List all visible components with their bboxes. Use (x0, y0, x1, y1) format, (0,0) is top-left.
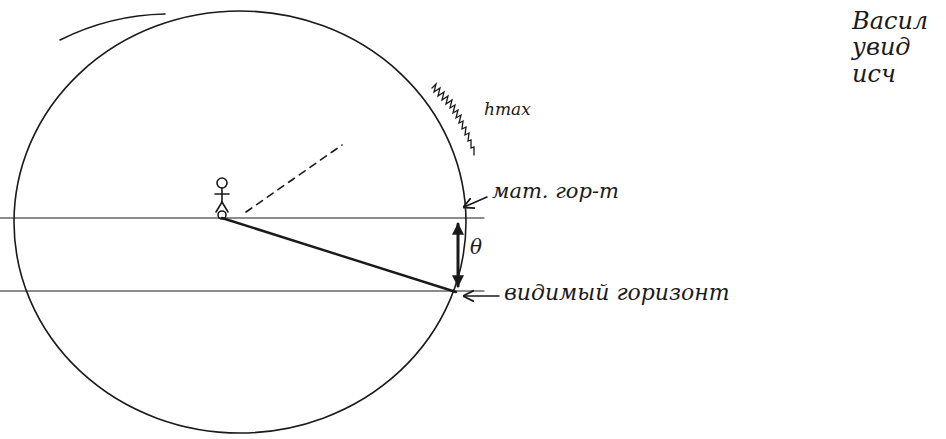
observer-base (218, 211, 226, 219)
radius-dashed (246, 145, 342, 212)
horizon-label: видимый горизонт (504, 281, 730, 305)
math-horizon-line (0, 217, 484, 218)
height-label: hmax (484, 100, 531, 119)
earth-circle (14, 11, 466, 433)
sight-line (222, 218, 456, 292)
leader-arrow (464, 197, 487, 207)
stick-figure (215, 178, 229, 212)
theta-arrow (457, 224, 460, 286)
note-text: Васил увид исч (852, 8, 940, 87)
horizon-label: мат. гор-т (492, 180, 619, 203)
leader-arrow (464, 295, 499, 297)
angle-label: θ (470, 236, 482, 258)
visible-horizon-line (0, 290, 484, 291)
circle-stroke (60, 14, 165, 40)
hatched-arc (432, 84, 474, 155)
